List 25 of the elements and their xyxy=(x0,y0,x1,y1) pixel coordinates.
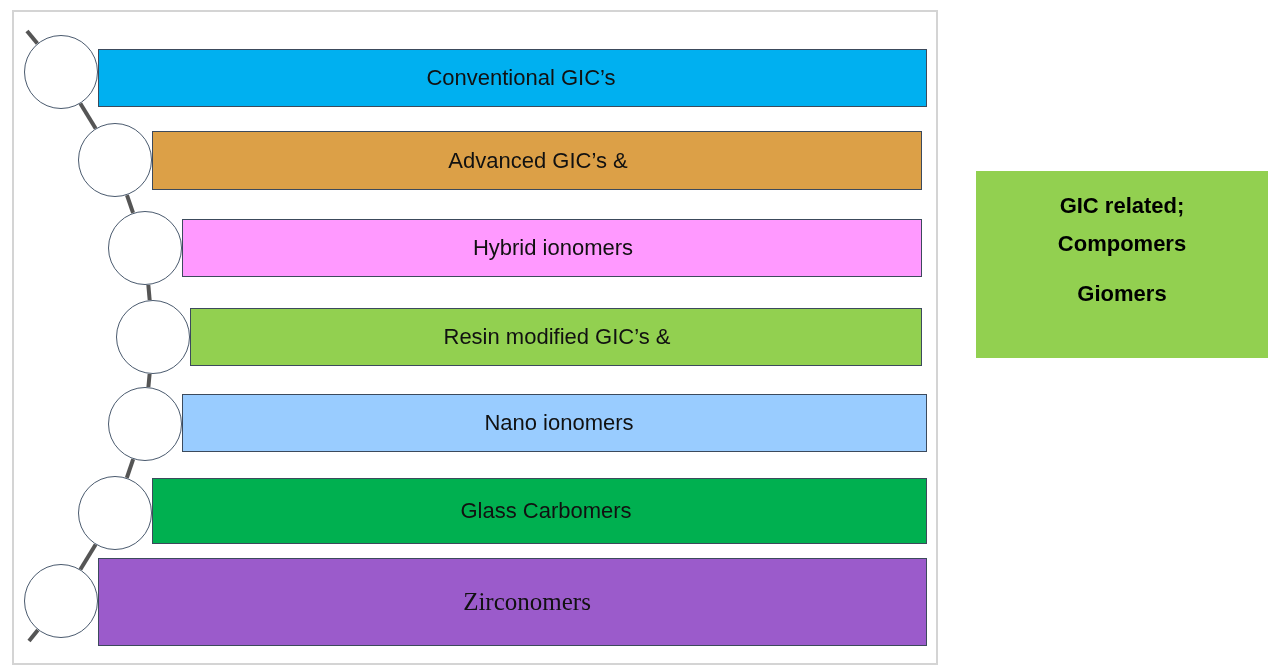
connector-line xyxy=(78,102,98,130)
category-bar xyxy=(98,49,927,107)
label-text: Glass Carbomers xyxy=(460,498,632,524)
connector-line xyxy=(78,543,98,571)
label-text: Hybrid ionomers xyxy=(472,235,634,261)
label-text: Resin modified GIC’s & xyxy=(443,324,671,350)
connector-line xyxy=(125,194,135,214)
connector-line xyxy=(124,458,136,479)
category-bar xyxy=(190,308,922,366)
connector-line xyxy=(146,373,152,388)
category-bar xyxy=(98,558,927,646)
category-box xyxy=(976,171,1268,358)
label-text: Conventional GIC’s xyxy=(426,65,616,91)
category-bar xyxy=(152,478,927,544)
category-bar xyxy=(152,131,922,190)
circle-marker xyxy=(24,35,98,109)
label-text: GIC related; Compomers xyxy=(1056,192,1188,258)
label-text: Nano ionomers xyxy=(484,410,634,436)
category-bar xyxy=(182,219,922,277)
label-text: Advanced GIC’s & xyxy=(448,147,628,174)
connector-line xyxy=(146,284,152,301)
category-bar xyxy=(182,394,927,452)
label-text: Zirconomers xyxy=(463,588,591,616)
label-text: Giomers xyxy=(1077,280,1167,308)
circle-marker xyxy=(24,564,98,638)
